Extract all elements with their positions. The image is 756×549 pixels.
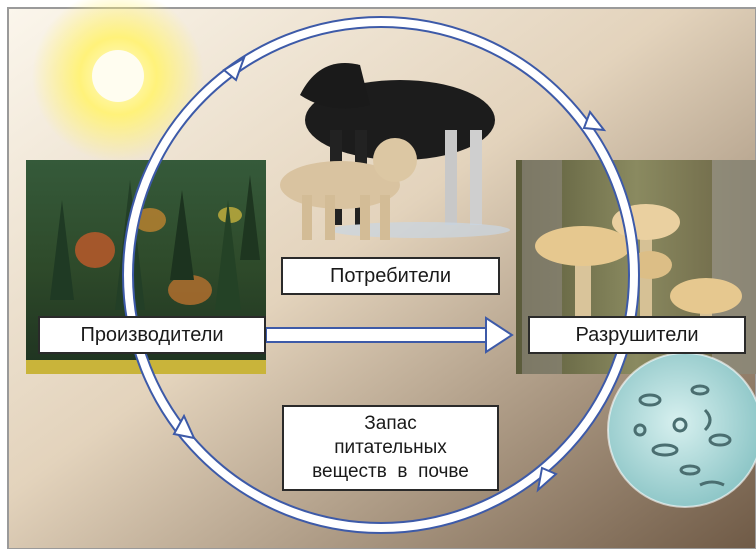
soil-nutrients-label: Запас питательных веществ в почве (282, 405, 499, 491)
decomposers-label: Разрушители (528, 316, 746, 354)
consumers-label: Потребители (281, 257, 500, 295)
soil-label-line1: Запас (364, 412, 416, 436)
soil-label-line2: питательных (334, 436, 447, 460)
consumers-label-text: Потребители (330, 265, 451, 288)
producers-label-text: Производители (80, 324, 223, 347)
producers-label: Производители (38, 316, 266, 354)
soil-label-line3: веществ в почве (312, 460, 469, 484)
decomposers-label-text: Разрушители (575, 324, 698, 347)
microbe-icon (608, 353, 756, 507)
